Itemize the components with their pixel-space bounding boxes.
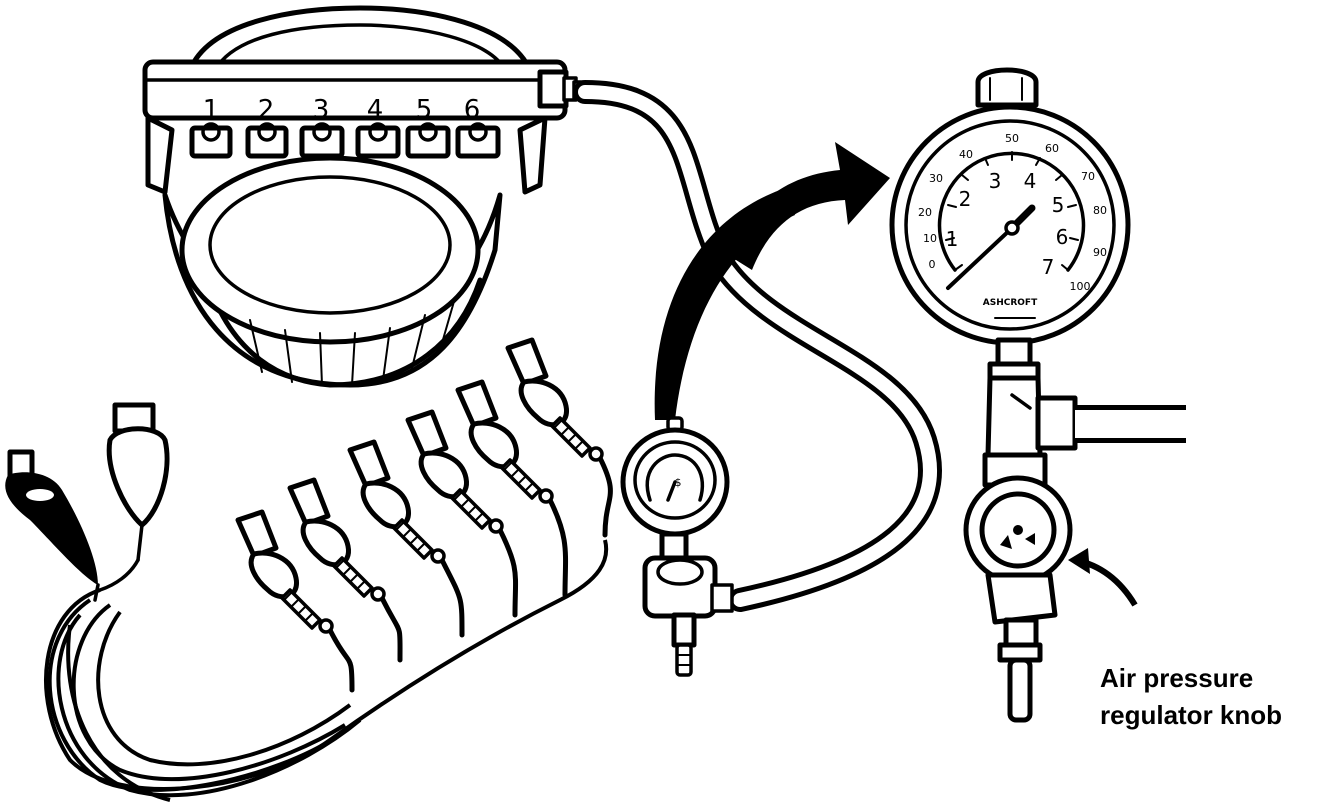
outer-label-100: 100: [1070, 280, 1091, 293]
port-number-3: 3: [313, 95, 330, 125]
gauge-outer-scale: 0 10 20 30 40 50 60 70 80 90 100: [918, 132, 1107, 293]
inner-label-6: 6: [1056, 225, 1069, 249]
outer-label-80: 80: [1093, 204, 1107, 217]
fuel-hose: [573, 80, 942, 612]
inner-label-7: 7: [1042, 255, 1055, 279]
port-number-1: 1: [203, 95, 220, 125]
bucket-ribs: [249, 297, 456, 386]
gauge-brand: ASHCROFT: [983, 298, 1038, 308]
coiled-wire-harness: [44, 539, 609, 802]
power-lead-white: [98, 402, 170, 592]
injector-connector-6: [505, 337, 613, 538]
outer-label-30: 30: [929, 172, 943, 185]
callout-line-1: Air pressure: [1100, 663, 1254, 693]
outer-label-0: 0: [929, 258, 936, 271]
pressure-gauge-large: 0 10 20 30 40 50 60 70 80 90 100 1 2 3 4…: [889, 67, 1190, 723]
outer-label-70: 70: [1081, 170, 1095, 183]
injector-connector-4: [405, 409, 519, 618]
port-number-6: 6: [464, 95, 481, 125]
port-number-5: 5: [416, 95, 433, 125]
port-cups: [189, 122, 501, 159]
gauge-inner-scale: 1 2 3 4 5 6 7: [946, 169, 1069, 279]
regulator-callout: Air pressure regulator knob: [1100, 660, 1325, 734]
injector-connector-5: [455, 379, 569, 598]
inner-label-1: 1: [946, 227, 959, 251]
inner-label-3: 3: [989, 169, 1002, 193]
inner-label-4: 4: [1024, 169, 1037, 193]
inner-label-2: 2: [959, 187, 972, 211]
power-lead-black: [5, 449, 100, 602]
svg-text:$: $: [675, 476, 682, 489]
outer-label-50: 50: [1005, 132, 1019, 145]
outer-label-20: 20: [918, 206, 932, 219]
manifold-bar: 1 2 3 4 5 6: [142, 59, 586, 195]
inner-label-5: 5: [1052, 193, 1065, 217]
port-numbers: 1 2 3 4 5 6: [203, 95, 481, 125]
injector-connector-2: [287, 477, 403, 663]
injector-connector-1: [235, 509, 355, 693]
outer-label-60: 60: [1045, 142, 1059, 155]
gauge-needle: [946, 226, 1014, 290]
injector-connector-3: [347, 439, 465, 638]
port-number-2: 2: [258, 95, 275, 125]
curved-arrow: [654, 142, 890, 420]
injector-connectors: [235, 337, 613, 693]
outer-label-40: 40: [959, 148, 973, 161]
collection-bucket: [162, 5, 533, 388]
outer-label-10: 10: [923, 232, 937, 245]
callout-line-2: regulator knob: [1100, 700, 1283, 730]
pressure-gauge-small: $: [620, 416, 734, 677]
port-number-4: 4: [367, 95, 384, 125]
outer-label-90: 90: [1093, 246, 1107, 259]
callout-arrow: [1068, 548, 1138, 607]
